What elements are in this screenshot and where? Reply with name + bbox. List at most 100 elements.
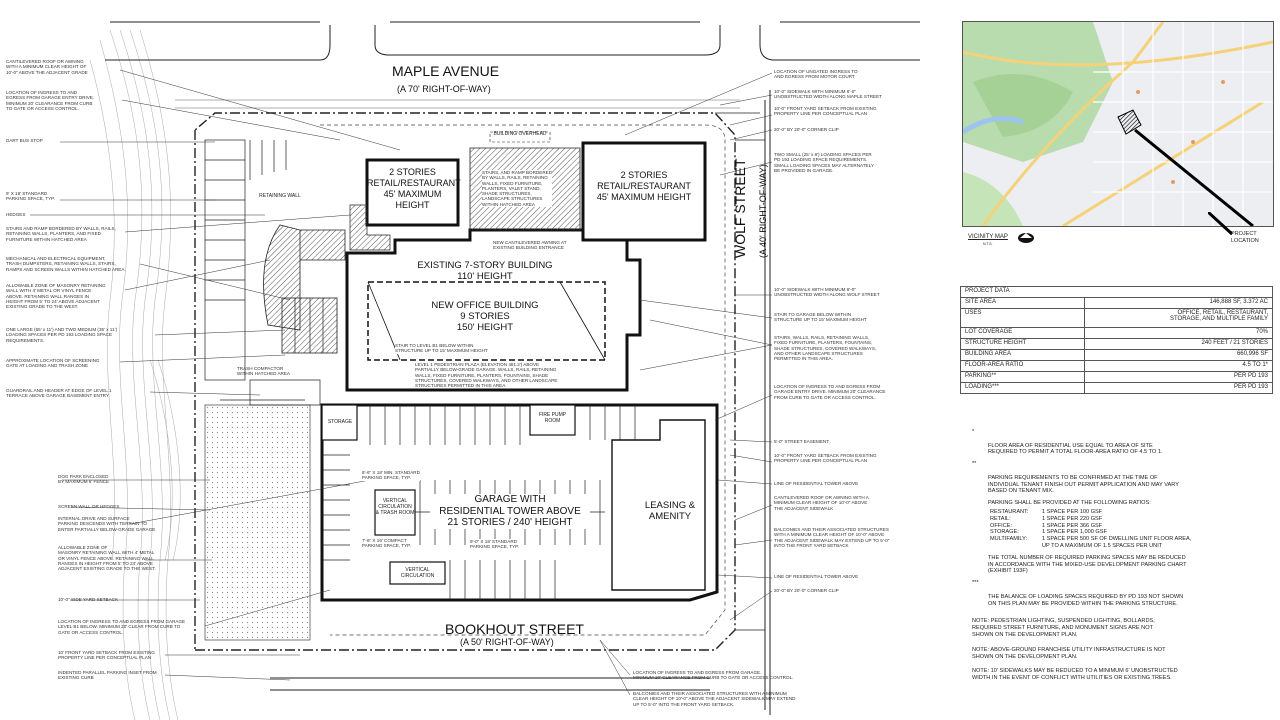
office-building-label: NEW OFFICE BUILDING 9 STORIES 150' HEIGH… xyxy=(431,300,539,333)
left-callout-14: INTERNAL DRIVE AND SURFACE PARKING DESCE… xyxy=(58,516,156,532)
leasing-outline xyxy=(611,419,706,591)
pd-row-key: LOT COVERAGE xyxy=(960,327,1085,339)
left-callout-15: ALLOWABLE ZONE OF MASONRY RETAINING WALL… xyxy=(58,545,156,572)
topography-contours xyxy=(89,29,181,720)
right-callout-5: TWO SMALL (25' x 8') LOADING SPACES PER … xyxy=(774,152,874,173)
pd-row-value: PER PD 193 xyxy=(1083,382,1274,394)
ratio-row: OFFICE: 1 SPACE PER 366 GSF xyxy=(990,523,1252,530)
vicinity-map-caption: VICINITY MAP xyxy=(968,234,1008,240)
project-location-arrow xyxy=(1208,212,1234,236)
street-curbs xyxy=(105,21,920,715)
right-callout-14: BALCONIES AND THEIR ASSOCIATED STRUCTURE… xyxy=(774,527,890,548)
project-location-label: PROJECT LOCATION xyxy=(1231,231,1259,244)
dog-park xyxy=(204,404,311,641)
right-callout-7: STAIR TO GARAGE BELOW WITHIN STRUCTURE U… xyxy=(774,312,867,323)
left-callout-18: 10' FRONT YARD SETBACK FROM EXISTING PRO… xyxy=(58,650,155,661)
std-space2-note: 9'-0" X 18' STANDARD PARKING SPACE, TYP. xyxy=(470,539,519,550)
maple-avenue-row: (A 70' RIGHT-OF-WAY) xyxy=(397,84,491,94)
pd-row-key: STRUCTURE HEIGHT xyxy=(960,338,1085,350)
ratio-row: STORAGE:1 SPACE PER 1,000 GSF xyxy=(990,529,1252,536)
vert-circ-label: VERTICAL CIRCULATION xyxy=(400,567,435,579)
right-callout-9: LOCATION OF INGRESS TO AND EGRESS FROM G… xyxy=(774,384,886,400)
right-callout-8: STAIRS, WALLS, RAILS, RETAINING WALLS, F… xyxy=(774,335,877,362)
project-data-title: PROJECT DATA xyxy=(960,286,1273,298)
right-callout-13: CANTILEVERED ROOF OR AWNING WITH A MINIM… xyxy=(774,495,869,511)
pd-row-key: BUILDING AREA xyxy=(960,349,1085,361)
pd-row-key: USES xyxy=(960,308,1085,328)
pd-row-key: LOADING*** xyxy=(960,382,1085,394)
left-callout-5: HEDGES xyxy=(6,212,26,217)
right-callout-11: 10'-0" FRONT YARD SETBACK FROM EXISTING … xyxy=(774,453,877,464)
ratio-row: MULTIFAMILY:1 SPACE PER 500 SF OF DWELLI… xyxy=(990,536,1252,550)
note-3: *** THE BALANCE OF LOADING SPACES REQUIR… xyxy=(972,580,1252,607)
ratio-row: RETAIL: 1 SPACE PER 220 GSF xyxy=(990,516,1252,523)
retail-east-label: 2 STORIES RETAIL/RESTAURANT 45' MAXIMUM … xyxy=(596,170,692,202)
footnote-sidewalks: NOTE: 10' SIDEWALKS MAY BE REDUCED TO A … xyxy=(972,668,1178,682)
vicinity-map xyxy=(962,21,1274,227)
north-arrow-icon xyxy=(1018,233,1034,243)
right-callout-1: LOCATION OF UNGATED INGRESS TO AND EGRES… xyxy=(774,69,858,80)
retaining-wall-label: RETAINING WALL xyxy=(259,193,301,199)
project-site-marker xyxy=(1117,109,1142,135)
pd-row-value: PER PD 193 xyxy=(1083,371,1274,383)
parking-ratios-intro: PARKING SHALL BE PROVIDED AT THE FOLLOWI… xyxy=(988,500,1151,507)
awning-note: NEW CANTILEVERED AWNING AT EXISTING BUIL… xyxy=(493,240,567,251)
fire-pump-label: FIRE PUMP ROOM xyxy=(538,412,567,424)
note-text: THE BALANCE OF LOADING SPACES REQUIRED B… xyxy=(988,593,1184,607)
left-callout-19: INDENTED PARALLEL PARKING INSET FROM EXI… xyxy=(58,670,157,681)
wolf-street-label: WOLF STREET xyxy=(732,158,748,258)
vert-circ-trash-label: VERTICAL CIRCULATION & TRASH ROOM xyxy=(375,498,415,516)
left-callout-6: STAIRS AND RAMP BORDERED BY WALLS, RAILS… xyxy=(6,226,116,242)
note-marker: * xyxy=(972,429,975,435)
left-callout-11: GUARDRAIL AND HEADER AT EDGE OF LEVEL 1 … xyxy=(6,388,112,399)
loading-zone xyxy=(281,297,338,354)
footnote-lighting: NOTE: PEDESTRIAN LIGHTING, SUSPENDED LIG… xyxy=(972,618,1155,638)
left-callout-17: LOCATION OF INGRESS TO AND EGRESS FROM G… xyxy=(58,619,186,635)
pd-row-key: PARKING** xyxy=(960,371,1085,383)
retail-west-outline xyxy=(365,158,460,227)
garage-tower-label: GARAGE WITH RESIDENTIAL TOWER ABOVE 21 S… xyxy=(430,494,590,529)
left-callout-2: LOCATION OF INGRESS TO AND EGRESS FROM G… xyxy=(6,90,95,111)
pd-row-value: 660,996 SF xyxy=(1083,349,1274,361)
pd-row-value: OFFICE, RETAIL, RESTAURANT, STORAGE, AND… xyxy=(1083,308,1274,328)
right-callout-16: 20'-0" BY 20'-0" CORNER CLIP xyxy=(774,588,839,593)
garage-tower-outline xyxy=(320,403,719,602)
note-2: ** PARKING REQUIREMENTS TO BE CONFIRMED … xyxy=(972,461,1252,495)
trash-compactor-note: TRASH COMPACTOR WITHIN HATCHED AREA xyxy=(237,366,291,377)
ratio-key: STORAGE: xyxy=(990,529,1019,536)
storage-label: STORAGE xyxy=(327,419,353,425)
property-line xyxy=(194,112,736,651)
maple-avenue-label: MAPLE AVENUE xyxy=(392,63,500,79)
right-callout-12: LINE OF RESIDENTIAL TOWER ABOVE xyxy=(774,481,859,486)
pd-row-key: SITE AREA xyxy=(960,297,1085,309)
left-callout-3: DART BUS STOP xyxy=(6,138,43,143)
vert-circ-trash-box xyxy=(374,489,416,536)
note-1: * FLOOR AREA OF RESIDENTIAL USE EQUAL TO… xyxy=(972,429,1252,456)
notes-block: * FLOOR AREA OF RESIDENTIAL USE EQUAL TO… xyxy=(972,429,1252,690)
left-leaders xyxy=(30,69,401,681)
note-marker: *** xyxy=(972,580,979,587)
bookhout-street-row: (A 50' RIGHT-OF-WAY) xyxy=(460,637,554,647)
left-callout-8: ALLOWABLE ZONE OF MASONRY RETAINING WALL… xyxy=(6,283,106,310)
vicinity-map-graphic xyxy=(963,22,1273,226)
left-callout-9: ONE LARGE (55' x 11') AND TWO MEDIUM (35… xyxy=(6,327,117,343)
overhead-label: BUILDING OVERHEAD xyxy=(493,131,547,137)
right-callout-4: 20'-0" BY 20'-0" CORNER CLIP xyxy=(774,127,839,132)
pd-row-value: 70% xyxy=(1083,327,1274,339)
ratio-key: OFFICE: xyxy=(990,522,1013,529)
pd-row-value: 240 FEET / 21 STORIES xyxy=(1083,338,1274,350)
existing-building-label: EXISTING 7-STORY BUILDING 110' HEIGHT xyxy=(417,260,553,282)
left-callout-13: SCREEN WALL OR HEDGES xyxy=(58,504,120,509)
left-callout-4: 9' X 18' STANDARD PARKING SPACE, TYP. xyxy=(6,191,55,202)
ratio-key: RESTAURANT: xyxy=(990,508,1029,515)
ratio-key: MULTIFAMILY: xyxy=(990,536,1028,543)
bottom-callout-1: LOCATION OF INGRESS TO AND EGRESS FROM G… xyxy=(633,670,794,681)
bookhout-street-label: BOOKHOUT STREET xyxy=(445,621,584,637)
ratio-key: RETAIL: xyxy=(990,515,1011,522)
std-space-note: 8'-6" X 18' MIN. STANDARD PARKING SPACE,… xyxy=(362,470,420,481)
note-text: PARKING REQUIREMENTS TO BE CONFIRMED AT … xyxy=(988,474,1179,495)
left-callout-12: DOG PARK ENCLOSED BY MAXIMUM 6' FENCE xyxy=(58,474,110,485)
ratio-value: 1 SPACE PER 366 GSF xyxy=(1042,522,1103,529)
ratio-value: 1 SPACE PER 220 GSF xyxy=(1042,515,1103,522)
